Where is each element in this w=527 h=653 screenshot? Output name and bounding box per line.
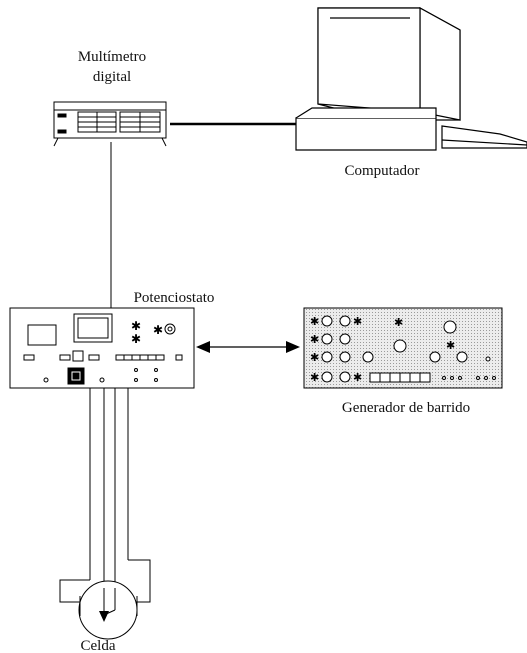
svg-text:✱: ✱ [131,319,141,333]
svg-text:✱: ✱ [310,333,319,346]
arrowhead-left [196,341,210,353]
svg-text:✱: ✱ [353,371,362,384]
multimeter: Multímetro digital [53,49,167,147]
svg-text:✱: ✱ [310,371,319,384]
sweep-generator: ✱ ✱ ✱ ✱ ✱ ✱ ✱ ✱ Generador de barrido [303,307,503,416]
svg-text:✱: ✱ [153,323,163,337]
svg-text:✱: ✱ [310,351,319,364]
electrochemical-cell-icon [59,559,151,640]
svg-text:✱: ✱ [394,316,403,329]
computer-label: Computador [345,163,420,179]
sweep-generator-icon: ✱ ✱ ✱ ✱ ✱ ✱ ✱ ✱ [303,307,503,389]
multimeter-label-line1: Multímetro [78,49,146,65]
arrowhead-right [286,341,300,353]
connection-lines [89,122,300,615]
desktop-computer-icon [295,6,527,151]
digital-multimeter-icon [53,101,167,147]
cell-label: Celda [81,638,116,653]
cell: Celda [59,559,151,653]
svg-text:✱: ✱ [353,315,362,328]
svg-text:✱: ✱ [446,339,455,352]
potentiostat: Potenciostato ✱ ✱ ✱ [9,290,215,389]
multimeter-label-line2: digital [93,69,131,85]
sweep-generator-label: Generador de barrido [342,400,470,416]
svg-text:✱: ✱ [131,332,141,346]
potentiostat-icon: ✱ ✱ ✱ [9,307,195,389]
potentiostat-label: Potenciostato [134,290,215,306]
computer: Computador [295,6,527,179]
svg-text:✱: ✱ [310,315,319,328]
